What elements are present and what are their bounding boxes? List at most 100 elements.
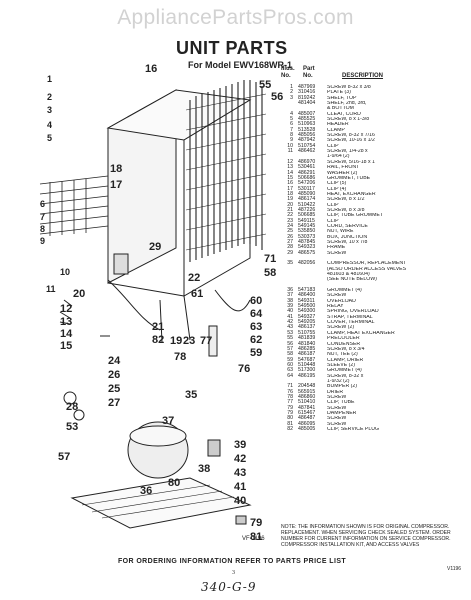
part-description: BOX, JUNCTION [327, 234, 368, 240]
part-illus-no: 13 [287, 164, 293, 171]
part-description: SCREW [327, 416, 347, 422]
part-description: (SEE NOTE BELOW) [327, 277, 377, 283]
part-description: GROMMET (4) [327, 288, 362, 294]
part-illus-no: 26 [287, 233, 293, 240]
part-number: 487841 [298, 404, 316, 411]
callout-63: 63 [250, 321, 262, 333]
part-number: 486187 [298, 351, 316, 358]
part-description: NUT, TEE (2) [327, 352, 358, 358]
part-number: 547183 [298, 287, 316, 294]
callout-19: 19 [170, 335, 182, 347]
part-number: 549115 [298, 217, 315, 224]
part-illus-no: 64 [287, 372, 293, 379]
part-description: SCREW [327, 394, 347, 400]
part-illus-no: 8 [290, 132, 293, 139]
callout-43: 43 [234, 467, 246, 479]
part-number: 486400 [298, 292, 316, 299]
callout-58: 58 [264, 267, 276, 279]
part-number: 486860 [298, 393, 316, 400]
part-number: 486462 [298, 148, 316, 155]
part-number: 506686 [298, 174, 316, 181]
callout-76: 76 [238, 363, 250, 375]
description-header: DESCRIPTION [342, 73, 384, 79]
callout-62: 62 [250, 334, 262, 346]
callout-27: 27 [108, 397, 120, 409]
part-description: SCREW [327, 405, 347, 411]
callout-16: 16 [145, 63, 157, 75]
part-description: SCREW (2) [327, 325, 355, 331]
callout-81: 81 [250, 531, 262, 543]
part-number: 510963 [298, 121, 316, 128]
part-number: 485525 [298, 116, 316, 123]
part-description: SCREW, 8-32 x [327, 373, 364, 379]
part-number: 547206 [298, 180, 316, 187]
callout-40: 40 [234, 495, 246, 507]
part-description: COVER, TERMINAL [327, 320, 375, 326]
callout-14: 14 [60, 328, 73, 340]
part-description: SHELF, TOP [327, 95, 357, 101]
condenser-coil [185, 80, 267, 262]
part-illus-no: 17 [287, 185, 293, 192]
part-description: CLIP, TUBE [327, 400, 355, 406]
callout-61: 61 [191, 288, 203, 300]
relay [207, 439, 221, 457]
part-number: 310416 [298, 89, 316, 96]
callout-55: 55 [259, 79, 271, 91]
part-illus-no: 41 [287, 313, 293, 320]
callout-64: 64 [250, 308, 263, 320]
part-description: SCREW, 1/4-28 x [327, 149, 368, 155]
part-number: 510422 [298, 201, 316, 208]
part-number: 510410 [298, 399, 316, 406]
callout-24: 24 [108, 355, 121, 367]
part-description: SCREW [327, 250, 347, 256]
part-description: CLAMP, DRIER [327, 357, 364, 363]
callout-29: 29 [149, 241, 161, 253]
part-number: 530117 [298, 185, 315, 192]
part-description: WASHER (2) [327, 170, 358, 176]
part-number: 487226 [298, 206, 316, 213]
part-number: 535850 [298, 228, 316, 235]
part-illus-no: 42 [287, 319, 293, 326]
part-description: 1-9/64 (2) [327, 154, 350, 160]
part-description: OVERLOAD [327, 298, 356, 304]
part-illus-no: 37 [287, 292, 293, 299]
callout-22: 22 [188, 272, 200, 284]
part-row: 58 486187 NUT, TEE (2) [281, 351, 467, 358]
part-number: 485090 [298, 190, 316, 197]
part-illus-no: 58 [287, 351, 293, 358]
part-number: 506685 [298, 212, 316, 219]
part-number: 486195 [298, 372, 316, 379]
page-number: 3 [232, 570, 235, 576]
callout-2: 2 [47, 92, 52, 102]
tubing [107, 279, 251, 343]
part-number: 565915 [298, 388, 316, 395]
part-description: SCREW, 8 x 3/8 [327, 207, 365, 213]
part-number: 530461 [298, 164, 316, 171]
part-illus-no: 79 [287, 404, 293, 411]
part-number: 513528 [298, 126, 316, 133]
part-number: 549327 [298, 313, 316, 320]
part-illus-no: 27 [287, 238, 293, 245]
part-description: CORD, SERVICE [327, 223, 368, 229]
callout-71: 71 [264, 253, 276, 265]
part-description: CLIP, SERVICE PLUG [327, 427, 379, 432]
part-illus-no: 35 [287, 260, 293, 267]
figure-code: VF-1196 [242, 536, 265, 542]
part-illus-no: 63 [287, 367, 293, 374]
part-description: (ALSO ORDER ACCESS VALVES [327, 266, 407, 272]
callout-37: 37 [162, 415, 174, 427]
part-number: 510448 [298, 361, 316, 368]
